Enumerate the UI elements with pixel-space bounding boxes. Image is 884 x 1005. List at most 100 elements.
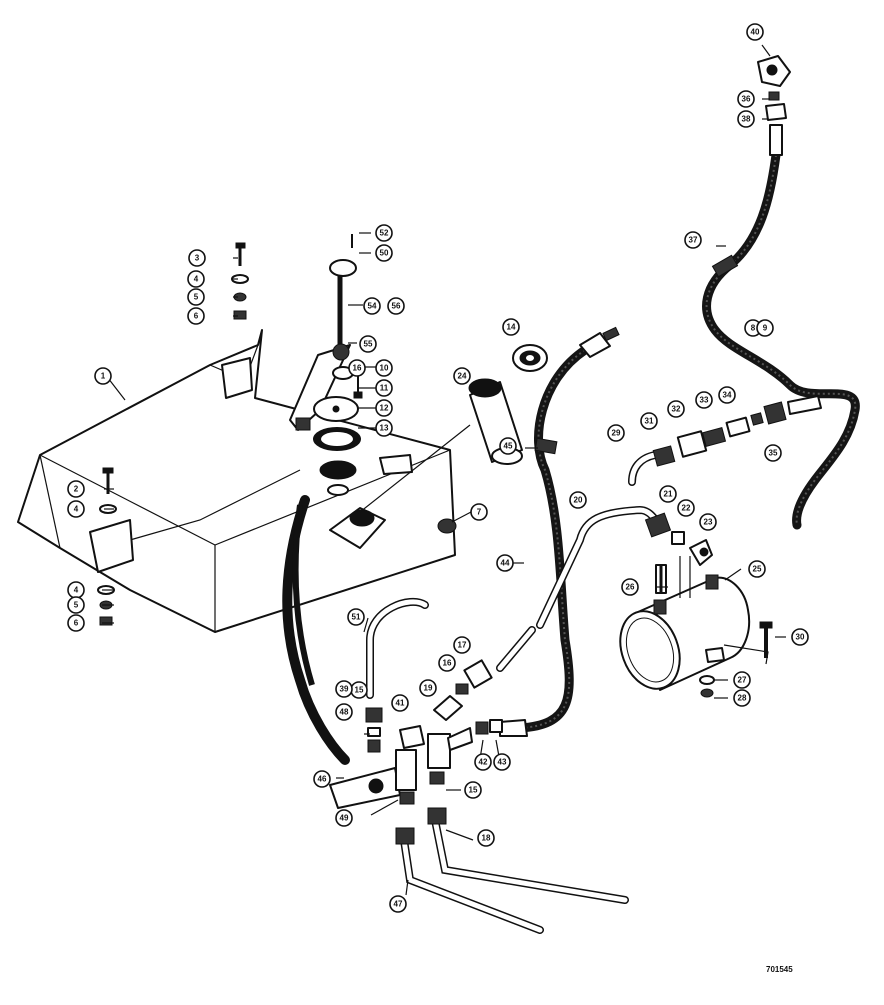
callout-number: 36	[742, 95, 751, 104]
callout-bubble	[419, 679, 437, 697]
callout-c14: 14	[502, 318, 520, 336]
callout-number: 29	[612, 429, 621, 438]
callout-number: 54	[368, 302, 377, 311]
tank-bracket-rear	[221, 357, 253, 399]
callout-c56: 56	[387, 297, 405, 315]
callout-bubble	[347, 608, 365, 626]
callout-c34: 34	[718, 386, 736, 404]
callout-number: 31	[645, 417, 654, 426]
callout-bubble	[621, 578, 639, 596]
callout-c22: 22	[677, 499, 695, 517]
callout-number: 5	[74, 601, 79, 610]
drain-plug	[437, 518, 457, 534]
callout-number: 3	[195, 254, 200, 263]
callout-number: 7	[477, 508, 482, 517]
callout-bubble	[737, 90, 755, 108]
callout-number: 16	[353, 364, 362, 373]
callout-bubble	[187, 288, 205, 306]
callout-c52: 52	[375, 224, 393, 242]
callout-c44: 44	[496, 554, 514, 572]
callout-number: 40	[751, 28, 760, 37]
lower-fittings	[329, 597, 503, 809]
callout-bubble	[375, 399, 393, 417]
callout-number: 9	[763, 324, 768, 333]
callout-bubble	[187, 307, 205, 325]
callout-c42: 42	[474, 753, 492, 771]
filler-cap	[512, 344, 548, 372]
callout-bubble	[375, 359, 393, 377]
callout-bubble	[470, 503, 488, 521]
callout-number: 6	[74, 619, 79, 628]
tank-vent-hose	[282, 495, 350, 765]
callout-bubble	[335, 703, 353, 721]
callout-bubble	[67, 480, 85, 498]
callout-c24: 24	[453, 367, 471, 385]
callout-c29: 29	[607, 424, 625, 442]
callout-number: 14	[507, 323, 516, 332]
callout-bubble	[348, 359, 366, 377]
callout-bubble	[764, 444, 782, 462]
callout-number: 23	[704, 518, 713, 527]
callout-number: 1	[101, 372, 106, 381]
callout-bubble	[477, 829, 495, 847]
callout-c12: 12	[375, 399, 393, 417]
callout-number: 37	[689, 236, 698, 245]
callout-number: 45	[504, 442, 513, 451]
callout-c9: 9	[756, 319, 774, 337]
callout-c7: 7	[470, 503, 488, 521]
callout-number: 16	[443, 659, 452, 668]
callout-bubble	[375, 379, 393, 397]
pipes-lower	[395, 807, 629, 934]
hose-clip-45	[534, 437, 558, 455]
callout-bubble	[313, 770, 331, 788]
callout-c36: 36	[737, 90, 755, 108]
callout-c5b: 5	[187, 288, 205, 306]
callout-number: 18	[482, 834, 491, 843]
callout-number: 25	[753, 565, 762, 574]
callout-number: 47	[394, 900, 403, 909]
callout-c50: 50	[375, 244, 393, 262]
callout-number: 49	[340, 814, 349, 823]
fuel-tank	[17, 329, 457, 633]
callout-c33: 33	[695, 391, 713, 409]
callout-number: 22	[682, 504, 691, 513]
callout-number: 24	[458, 372, 467, 381]
callout-bubble	[791, 628, 809, 646]
callout-bubble	[502, 318, 520, 336]
callout-c16b: 16	[438, 654, 456, 672]
fittings-filter-top	[644, 512, 713, 598]
callout-bubble	[335, 809, 353, 827]
callout-number: 41	[396, 699, 405, 708]
callout-number: 21	[664, 490, 673, 499]
callout-bubble	[438, 654, 456, 672]
callout-number: 11	[380, 384, 389, 393]
callout-number: 52	[380, 229, 389, 238]
callout-bubble	[695, 391, 713, 409]
callout-bubble	[375, 419, 393, 437]
callout-bubble	[756, 319, 774, 337]
callout-number: 56	[392, 302, 401, 311]
callout-c39: 39	[335, 680, 353, 698]
figure-code: 701545	[766, 965, 793, 974]
callout-number: 48	[340, 708, 349, 717]
callout-c46: 46	[313, 770, 331, 788]
callout-c41: 41	[391, 694, 409, 712]
callout-c51: 51	[347, 608, 365, 626]
callout-bubble	[335, 680, 353, 698]
callout-bubble	[659, 485, 677, 503]
callout-c16a: 16	[348, 359, 366, 377]
callout-bubble	[748, 560, 766, 578]
callout-number: 42	[479, 758, 488, 767]
callout-c43: 43	[493, 753, 511, 771]
callout-bubble	[746, 23, 764, 41]
callout-number: 4	[74, 586, 79, 595]
callout-bubble	[699, 513, 717, 531]
callout-number: 46	[318, 775, 327, 784]
callout-number: 44	[501, 559, 510, 568]
callout-c30: 30	[791, 628, 809, 646]
callout-c47: 47	[389, 895, 407, 913]
callout-c54: 54	[363, 297, 381, 315]
callout-bubble	[188, 249, 206, 267]
